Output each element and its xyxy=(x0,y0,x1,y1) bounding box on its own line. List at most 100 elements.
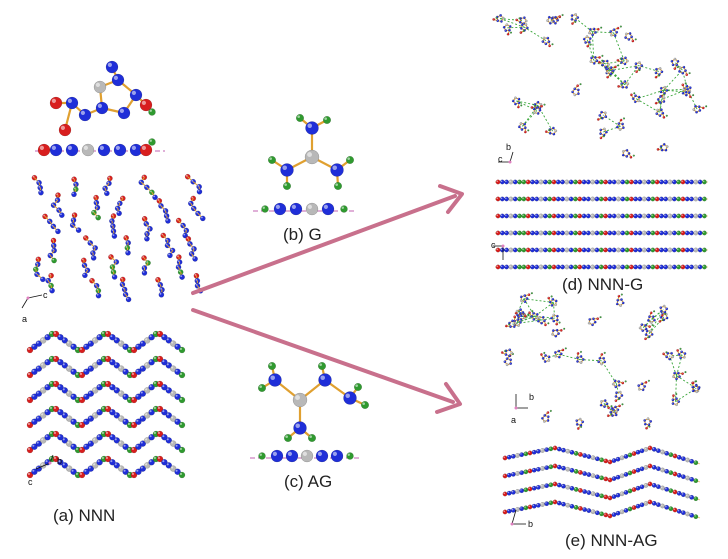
layer-atom xyxy=(578,506,582,510)
atom-highlight xyxy=(309,435,312,438)
atom-highlight xyxy=(537,504,539,506)
atom-highlight xyxy=(176,345,178,347)
layer-atom xyxy=(689,231,693,235)
ring-atom xyxy=(620,298,622,300)
atom-highlight xyxy=(89,392,91,394)
atom-highlight xyxy=(496,265,498,267)
atom-highlight xyxy=(158,457,160,459)
atom-highlight xyxy=(533,108,534,109)
layer-atom xyxy=(702,248,706,252)
layer-atom xyxy=(565,197,569,201)
layer-atom xyxy=(677,455,681,459)
atom-highlight xyxy=(612,477,614,479)
layer-atom xyxy=(561,448,565,452)
oxygen-atom xyxy=(528,311,530,313)
atom-highlight xyxy=(586,36,587,37)
ring-atom xyxy=(616,410,618,412)
hydrogen-atom xyxy=(551,296,553,298)
ring-atom xyxy=(622,86,624,88)
layer-atom xyxy=(540,466,544,470)
atom-highlight xyxy=(110,335,112,337)
hydrogen-atom xyxy=(268,362,276,370)
atom-highlight xyxy=(657,149,658,150)
atom-highlight xyxy=(696,391,697,392)
oxygen-atom xyxy=(682,84,684,86)
atom-highlight xyxy=(578,197,580,199)
layer-atom xyxy=(648,500,652,504)
atom-highlight xyxy=(565,214,567,216)
atom-highlight xyxy=(555,16,556,17)
atom-highlight xyxy=(537,101,538,102)
ring-atom xyxy=(645,328,647,330)
atom-highlight xyxy=(689,72,690,73)
atom-highlight xyxy=(132,423,134,425)
flat-atom xyxy=(50,144,62,156)
atom-highlight xyxy=(678,401,679,402)
ring-atom xyxy=(622,150,624,152)
hydrogen-atom xyxy=(600,316,602,318)
layer-atom xyxy=(540,502,544,506)
atom-highlight xyxy=(610,75,611,76)
atom-highlight xyxy=(574,88,575,89)
layer-atom xyxy=(578,488,582,492)
atom-highlight xyxy=(89,367,91,369)
atom-highlight xyxy=(645,338,646,339)
atom-highlight xyxy=(557,265,559,267)
atom-highlight xyxy=(644,423,645,424)
atom-highlight xyxy=(597,318,598,319)
atom-highlight xyxy=(638,180,640,182)
atom-highlight xyxy=(61,126,65,130)
hydrogen-atom xyxy=(590,44,592,46)
layer-atom xyxy=(582,489,586,493)
atom-highlight xyxy=(58,410,60,412)
atom-highlight xyxy=(683,356,684,357)
atom-highlight xyxy=(533,487,535,489)
layer-atom xyxy=(629,265,633,269)
layer-atom xyxy=(681,492,685,496)
ring-atom xyxy=(580,361,582,363)
atom-highlight xyxy=(663,97,664,98)
atom-highlight xyxy=(608,197,610,199)
layer-atom xyxy=(644,447,648,451)
atom-highlight xyxy=(656,180,658,182)
atom-highlight xyxy=(600,512,602,514)
atom-highlight xyxy=(93,463,95,465)
layer-atom xyxy=(681,180,685,184)
nitrogen-atom xyxy=(281,164,294,177)
atom-highlight xyxy=(558,448,560,450)
atom-highlight xyxy=(706,106,707,107)
layer-atom xyxy=(574,451,578,455)
atom-highlight xyxy=(180,448,182,450)
atom-highlight xyxy=(624,491,626,493)
atom-highlight xyxy=(671,352,672,353)
layer-atom xyxy=(503,456,507,460)
atom-highlight xyxy=(520,319,521,320)
oxygen-atom xyxy=(674,67,676,69)
atom-highlight xyxy=(611,408,612,409)
atom-highlight xyxy=(519,18,520,19)
atom-highlight xyxy=(552,44,553,45)
layer-atom xyxy=(503,492,507,496)
hydrogen-atom xyxy=(496,17,498,19)
atom-highlight xyxy=(67,392,69,394)
atom-highlight xyxy=(547,416,548,417)
atom-highlight xyxy=(641,65,642,66)
atom-highlight xyxy=(37,442,39,444)
layer-atom xyxy=(595,197,599,201)
carbon-atom xyxy=(305,150,319,164)
atom-highlight xyxy=(110,460,112,462)
atom-highlight xyxy=(117,211,119,213)
atom-highlight xyxy=(634,101,635,102)
atom-highlight xyxy=(516,508,518,510)
atom-highlight xyxy=(98,460,100,462)
atom-highlight xyxy=(612,513,614,515)
atom-highlight xyxy=(535,214,537,216)
layer-atom xyxy=(586,214,590,218)
ring-atom xyxy=(680,351,682,353)
ring-atom xyxy=(571,91,573,93)
ring-atom xyxy=(615,392,617,394)
ring-atom xyxy=(553,133,555,135)
atom-highlight xyxy=(641,324,642,325)
atom-highlight xyxy=(145,388,147,390)
atom-highlight xyxy=(694,214,696,216)
